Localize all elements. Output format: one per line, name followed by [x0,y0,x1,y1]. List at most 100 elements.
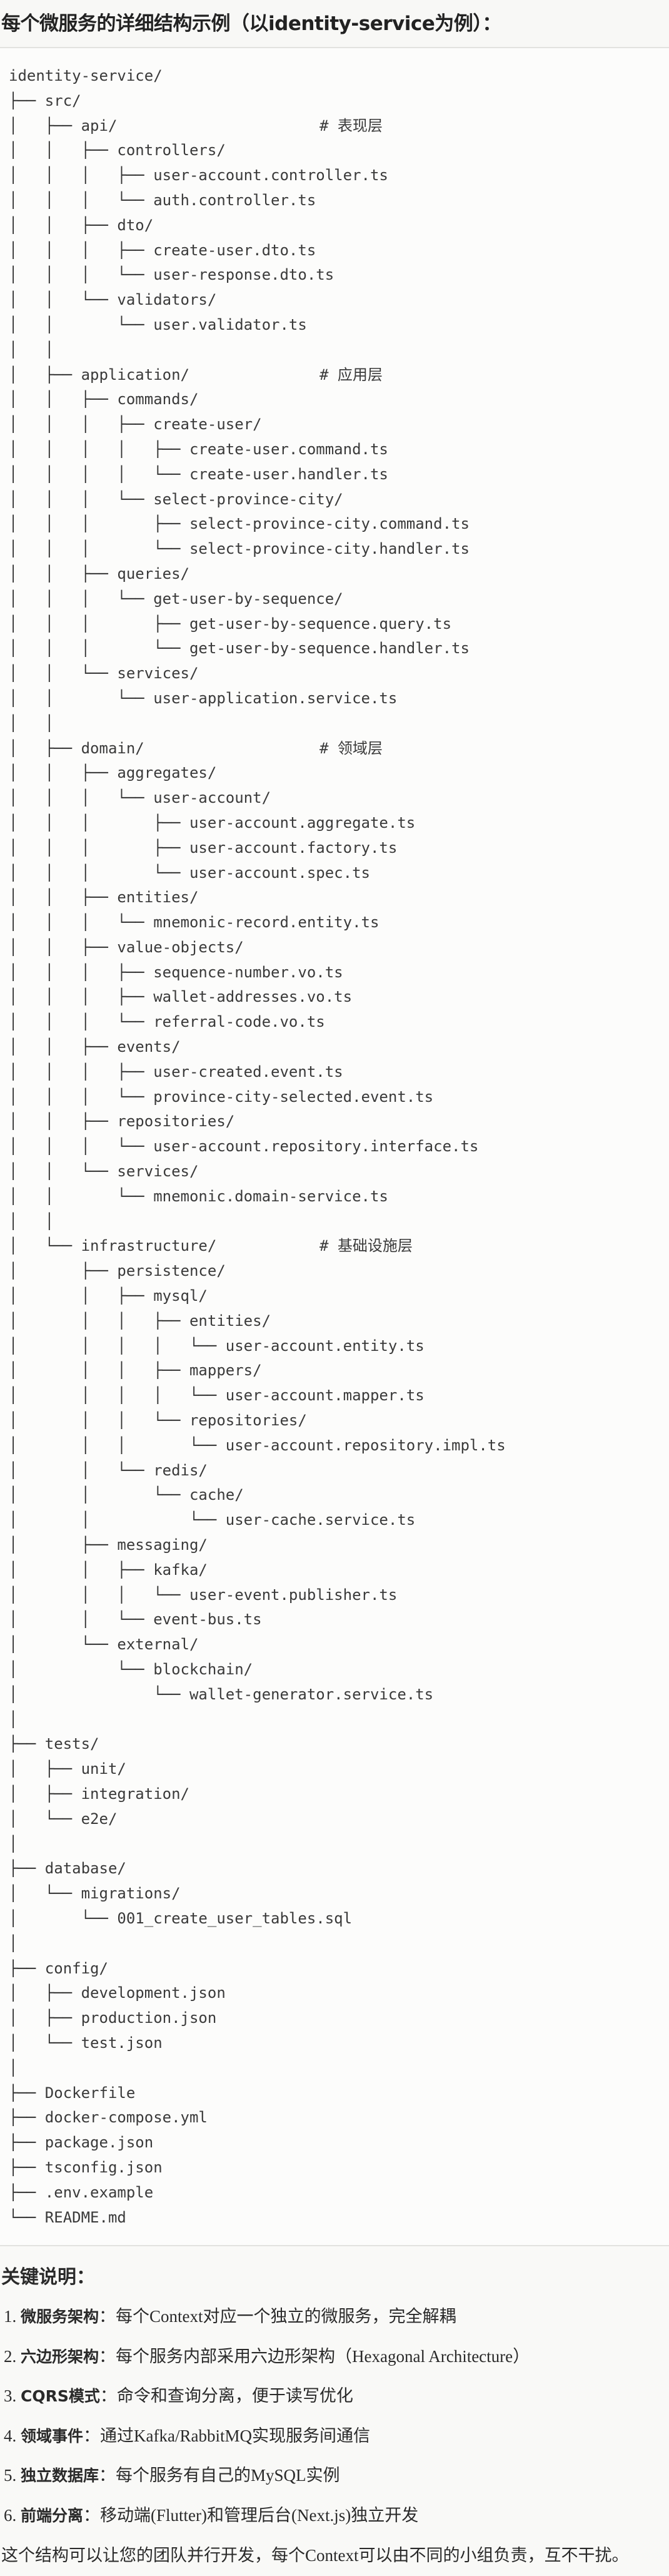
tree-line: │ │ └── cache/ [9,1483,506,1508]
note-item: 3. CQRS模式：命令和查询分离，便于读写优化 [4,2385,353,2408]
tree-entry-name: mnemonic.domain-service.ts [153,1187,388,1205]
tree-branch: │ └── [9,2034,81,2052]
tree-line: │ ├── api/# 表现层 [9,114,506,139]
tree-line: │ │ │ └── mnemonic-record.entity.ts [9,910,506,935]
tree-branch: │ │ [9,714,54,732]
note-item: 1. 微服务架构：每个Context对应一个独立的微服务，完全解耦 [4,2305,456,2328]
tree-branch: │ │ │ │ ├── [9,440,189,458]
tree-branch: │ │ │ └── [9,1412,189,1430]
tree-entry-name: auth.controller.ts [153,191,316,209]
tree-entry-name: create-user/ [153,415,262,434]
tree-branch: │ │ └── [9,664,118,683]
tree-entry-name: user-account.spec.ts [189,863,370,882]
note-text: ：每个Context对应一个独立的微服务，完全解耦 [99,2307,456,2326]
summary-text: 这个结构可以让您的团队并行开发，每个Context可以由不同的小组负责，互不干扰… [1,2546,629,2565]
tree-line: │ ├── integration/ [9,1782,506,1807]
tree-line: │ │ │ ├── select-province-city.command.t… [9,512,506,537]
tree-entry-name: user-account.aggregate.ts [189,813,416,832]
tree-entry-name: user-account.mapper.ts [225,1387,425,1405]
tree-entry-name: integration/ [81,1784,189,1803]
tree-branch: │ │ [9,340,54,359]
tree-line: │ │ ├── commands/ [9,387,506,412]
tree-line: │ │ │ ├── get-user-by-sequence.query.ts [9,612,506,637]
tree-line: │ │ │ └── select-province-city.handler.t… [9,537,506,562]
tree-branch: │ [9,1710,18,1728]
note-item: 2. 六边形架构：每个服务内部采用六边形架构（Hexagonal Archite… [4,2345,530,2368]
tree-entry-name: create-user.handler.ts [189,465,388,483]
tree-branch: ├── [9,2134,45,2152]
tree-line: ├── tsconfig.json [9,2156,506,2181]
tree-entry-name: commands/ [117,390,199,409]
tree-entry-name: blockchain/ [153,1661,253,1678]
tree-branch: │ │ └── [9,1486,189,1504]
tree-branch: │ │ └── [9,1187,154,1205]
tree-line: │ [9,1708,506,1733]
note-term: 六边形架构 [21,2347,99,2366]
tree-entry-name: user-account.factory.ts [189,838,398,857]
tree-line: │ [9,2056,506,2081]
tree-entry-name: mysql/ [153,1287,208,1305]
tree-line: │ └── external/ [9,1632,506,1657]
tree-entry-name: create-user.dto.ts [153,241,316,259]
tree-entry-name: e2e/ [81,1810,118,1828]
tree-line: │ │ │ └── select-province-city/ [9,487,506,512]
tree-entry-name: wallet-generator.service.ts [189,1685,434,1703]
tree-branch: │ │ ├── [9,1560,154,1579]
tree-line: │ │ ├── mysql/ [9,1284,506,1309]
tree-branch: ├── [9,91,45,109]
tree-line: identity-service/ [9,64,506,89]
tree-branch: │ └── [9,1636,118,1654]
tree-line: ├── .env.example [9,2181,506,2206]
tree-line: │ └── 001_create_user_tables.sql [9,1907,506,1932]
tree-branch: │ │ └── [9,291,118,309]
tree-line: ├── tests/ [9,1732,506,1757]
tree-entry-name: wallet-addresses.vo.ts [153,988,353,1006]
tree-entry-name: mappers/ [189,1362,262,1380]
tree-entry-name: messaging/ [117,1536,208,1554]
tree-entry-name: entities/ [117,888,199,907]
tree-branch: │ └── [9,1909,118,1927]
tree-line: │ │ │ └── user-account.repository.interf… [9,1134,506,1159]
tree-line: │ │ └── services/ [9,1159,506,1184]
tree-entry-name: redis/ [153,1461,208,1479]
tree-line: │ │ │ ├── user-account.factory.ts [9,836,506,861]
tree-branch: ├── [9,2109,45,2127]
tree-line: │ │ └── user.validator.ts [9,313,506,338]
tree-line: │ │ └── mnemonic.domain-service.ts [9,1184,506,1209]
tree-branch: │ │ │ └── [9,914,154,932]
tree-entry-name: repositories/ [189,1412,307,1430]
note-number: 6. [4,2505,21,2525]
tree-branch: │ [9,1835,18,1853]
tree-entry-name: .env.example [44,2183,154,2201]
tree-branch: │ └── [9,1810,81,1828]
tree-entry-name: README.md [44,2208,126,2226]
note-number: 3. [4,2386,21,2405]
tree-entry-name: user-application.service.ts [153,689,398,707]
tree-line: │ │ │ └── user-account/ [9,786,506,811]
tree-branch: │ │ │ ├── [9,614,189,633]
tree-entry-name: user-account/ [153,789,271,807]
tree-branch: │ │ │ ├── [9,963,154,981]
tree-branch: │ │ ├── [9,764,118,782]
tree-entry-name: kafka/ [153,1560,208,1579]
tree-entry-name: production.json [81,2009,217,2027]
tree-branch: │ │ │ └── [9,266,154,284]
tree-line: │ │ └── user-application.service.ts [9,686,506,711]
tree-branch: ├── [9,1735,45,1753]
tree-entry-name: province-city-selected.event.ts [153,1087,434,1106]
tree-line: │ │ │ └── user-account.repository.impl.t… [9,1433,506,1459]
tree-entry-name: select-province-city.handler.ts [189,540,470,558]
tree-branch: │ │ │ └── [9,191,154,209]
tree-line: │ │ ├── entities/ [9,885,506,910]
tree-entry-name: referral-code.vo.ts [153,1013,325,1031]
tree-entry-name: get-user-by-sequence.handler.ts [189,639,470,658]
tree-line: │ │ └── redis/ [9,1459,506,1484]
tree-branch: │ │ └── [9,689,154,707]
tree-line: │ ├── application/# 应用层 [9,363,506,388]
tree-branch: │ │ │ └── [9,863,189,882]
tree-branch: │ │ │ ├── [9,813,189,832]
tree-branch: │ │ │ └── [9,589,154,608]
note-term: CQRS模式 [21,2387,100,2405]
tree-branch: │ │ └── [9,1461,154,1479]
tree-branch: │ │ ├── [9,1112,118,1131]
